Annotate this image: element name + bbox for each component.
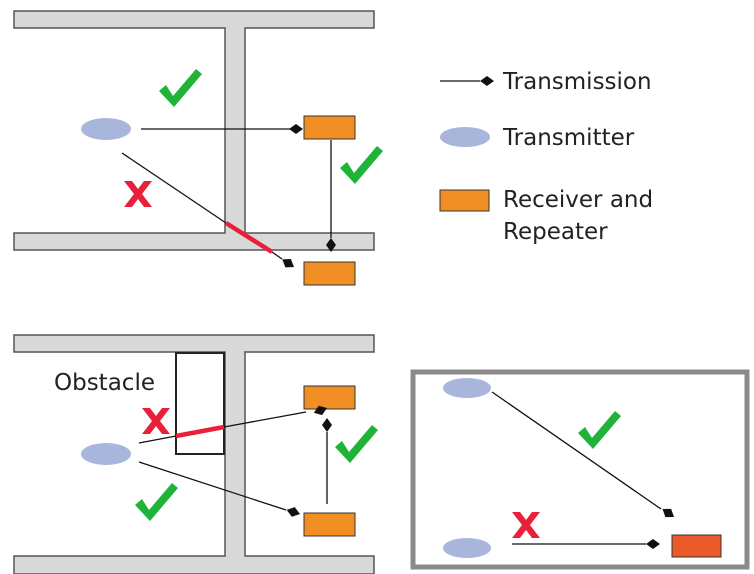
legend-receiver-label-line1: Receiver and bbox=[503, 187, 653, 213]
transmission-line bbox=[223, 411, 307, 428]
transmission-line bbox=[138, 435, 177, 444]
transmission-line bbox=[121, 152, 227, 224]
transmission-line bbox=[491, 391, 662, 510]
checkmark-icon bbox=[340, 146, 383, 184]
obstacle bbox=[175, 352, 225, 455]
cross-icon bbox=[142, 408, 170, 434]
legend-receiver-label-line2: Repeater bbox=[503, 219, 608, 245]
legend-transmitter-label: Transmitter bbox=[502, 125, 635, 151]
transmitter bbox=[443, 378, 491, 398]
legend-transmitter-swatch bbox=[440, 127, 490, 147]
receiver-repeater bbox=[303, 512, 356, 537]
receiver-repeater bbox=[303, 261, 356, 286]
checkmark-icon bbox=[335, 425, 378, 463]
receiver-repeater bbox=[303, 385, 356, 410]
transmitter bbox=[81, 443, 131, 465]
wall-structure-top bbox=[13, 10, 375, 251]
top-scene bbox=[13, 10, 383, 286]
transmission-arrow bbox=[289, 124, 303, 134]
transmission-arrow bbox=[279, 255, 297, 272]
receiver-repeater bbox=[303, 115, 356, 140]
open-space-scene bbox=[410, 369, 750, 570]
checkmark-icon bbox=[159, 69, 202, 107]
transmission-arrow bbox=[285, 505, 302, 519]
cross-icon bbox=[124, 181, 152, 207]
blocked-segment bbox=[224, 221, 274, 254]
legend-transmission-label: Transmission bbox=[502, 69, 652, 95]
bottom-scene: Obstacle bbox=[13, 334, 378, 574]
transmission-line bbox=[138, 461, 287, 511]
transmission-arrow bbox=[322, 418, 332, 432]
legend-receiver-swatch bbox=[439, 189, 490, 212]
transmitter bbox=[81, 118, 131, 140]
receiver-repeater bbox=[671, 534, 722, 558]
legend-transmission-arrow bbox=[480, 76, 494, 86]
blocked-segment bbox=[175, 424, 225, 439]
checkmark-icon bbox=[135, 483, 178, 521]
transmission-line bbox=[271, 251, 283, 260]
legend: Transmission Transmitter Receiver and Re… bbox=[439, 69, 653, 245]
obstacle-label: Obstacle bbox=[54, 370, 155, 396]
transmitter bbox=[443, 538, 491, 558]
